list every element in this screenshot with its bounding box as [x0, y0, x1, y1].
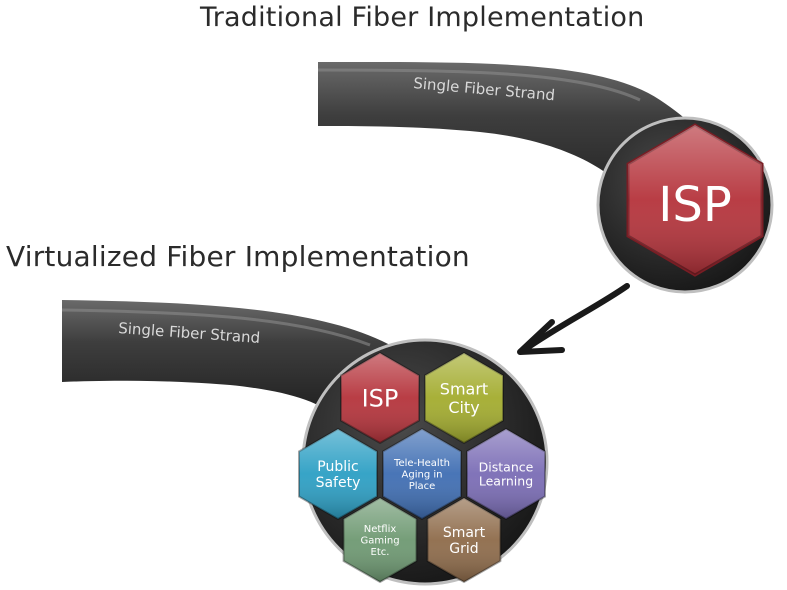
traditional-isp-label: ISP: [658, 177, 732, 233]
virtualized-title: Virtualized Fiber Implementation: [6, 240, 470, 273]
service-hex-label: Smart: [443, 525, 486, 541]
arrow-icon: [517, 283, 630, 355]
service-hex-label: Aging in: [402, 470, 443, 481]
service-hex-label: Tele-Health: [393, 458, 450, 469]
service-hex-label: Learning: [479, 474, 533, 489]
service-hex-label: Public: [317, 459, 358, 475]
service-hex-label: Etc.: [371, 547, 390, 558]
service-hex-label: Gaming: [360, 536, 399, 547]
service-hex-label: Netflix: [364, 524, 397, 535]
service-hex-label: Safety: [316, 475, 361, 491]
service-hex-label: Distance: [479, 459, 534, 474]
service-hex-label: Place: [409, 481, 436, 492]
traditional-isp-hex: ISP: [626, 123, 764, 277]
service-hex-isp: ISP: [340, 351, 420, 445]
service-hex-label: Grid: [449, 541, 478, 557]
service-hex-label: Smart: [440, 380, 488, 399]
traditional-title: Traditional Fiber Implementation: [200, 2, 645, 33]
service-hex-label: City: [448, 398, 479, 417]
service-hex-label: ISP: [362, 385, 399, 413]
